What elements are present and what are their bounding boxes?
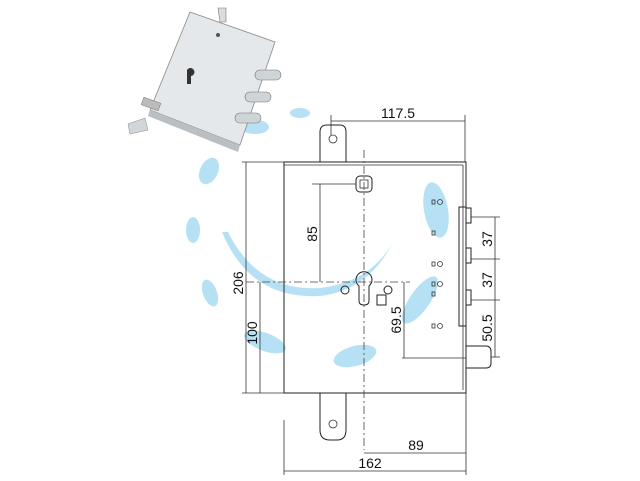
dim-69-5: 69.5 — [388, 306, 404, 333]
lock-product-photo — [127, 7, 282, 152]
dim-206: 206 — [230, 271, 246, 295]
dim-100: 100 — [244, 321, 260, 345]
watermark-logo — [186, 108, 449, 368]
dim-89: 89 — [408, 437, 424, 453]
dim-117-5: 117.5 — [381, 105, 415, 121]
dim-50-5: 50.5 — [479, 314, 495, 341]
dim-162: 162 — [358, 455, 382, 471]
dim-37-lower: 37 — [479, 272, 495, 288]
dim-85: 85 — [304, 226, 320, 242]
dim-37-upper: 37 — [479, 231, 495, 247]
